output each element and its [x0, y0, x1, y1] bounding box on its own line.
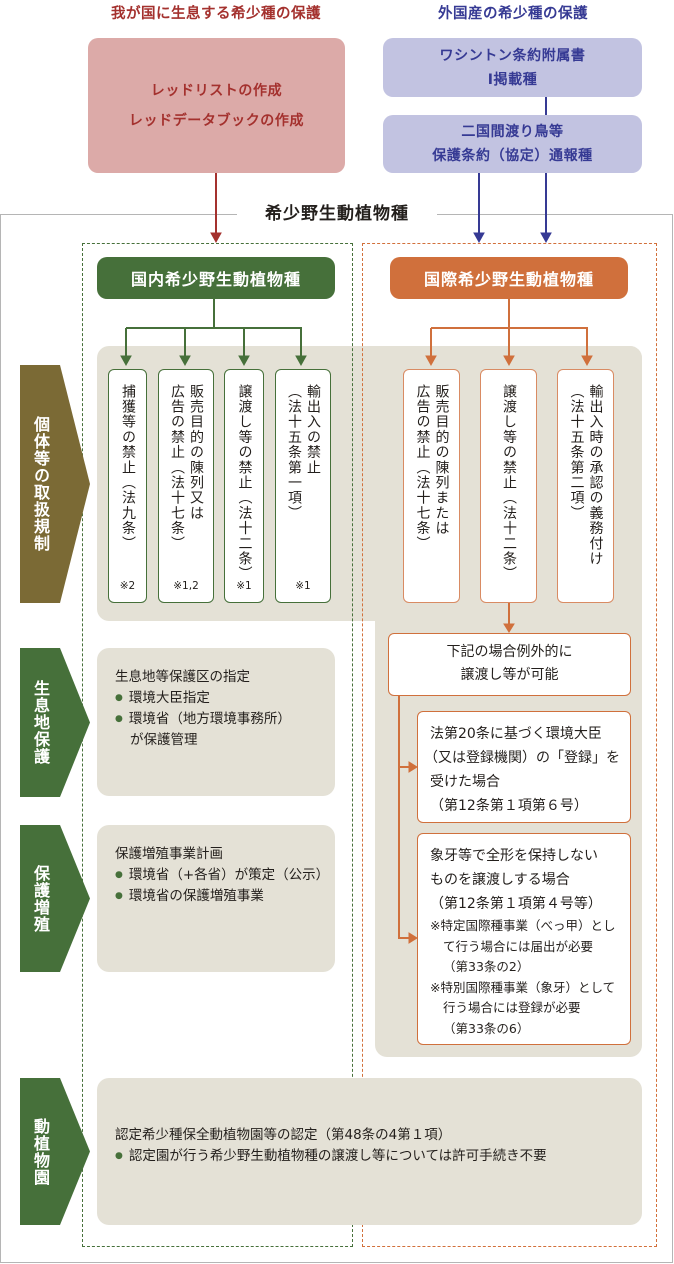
exception-line: （第12条第１項第４号等）: [430, 896, 602, 912]
migratory-bird-box: 二国間渡り鳥等 保護条約（協定）通報種: [383, 115, 642, 173]
zoo-bullet: 認定園が行う希少野生動植物種の譲渡し等については許可手続き不要: [115, 1146, 642, 1167]
migratory-line-2: 保護条約（協定）通報種: [432, 148, 593, 164]
international-item-import-export-approval: 輸出入時の承認の義務付け （法十五条第二項）: [557, 369, 614, 603]
item-text: （法十五条第一項）: [286, 384, 302, 521]
exception-line: ものを譲渡しする場合: [430, 872, 570, 888]
breeding-bullet: 環境省（+各省）が策定（公示）: [115, 865, 335, 886]
exception-note: ※特別国際種事業（象牙）として: [430, 979, 616, 995]
domestic-item-display-ban: 販売目的の陳列又は 広告の禁止（法十七条） ※1,2: [158, 369, 214, 603]
international-species-label: 国際希少野生動植物種: [390, 257, 628, 299]
item-text: 広告の禁止（法十七条）: [414, 384, 431, 552]
item-text: 輸出入時の承認の義務付け: [587, 384, 604, 567]
habitat-bullet: 環境大臣指定: [115, 688, 335, 709]
red-list-box: レッドリストの作成 レッドデータブックの作成: [88, 38, 345, 173]
domestic-species-label: 国内希少野生動植物種: [97, 257, 335, 299]
red-list-line: レッドリストの作成: [150, 82, 283, 99]
cites-line-2: I掲載種: [487, 71, 538, 88]
international-group-outline: [362, 243, 657, 1247]
exception-header-line: 下記の場合例外的に: [446, 644, 573, 660]
breeding-program-box: 保護増殖事業計画 環境省（+各省）が策定（公示） 環境省の保護増殖事業: [97, 825, 335, 972]
item-text: （法十五条第二項）: [568, 384, 585, 521]
habitat-title: 生息地等保護区の指定: [115, 669, 250, 685]
item-text: 販売目的の陳列または: [433, 384, 450, 536]
row-label-text: 個体等の取扱規制: [31, 416, 50, 552]
row-label-text: 動植物園: [31, 1117, 50, 1186]
exception-note: て行う場合には届出が必要: [443, 938, 594, 954]
heading-domestic-protection: 我が国に生息する希少種の保護: [111, 6, 321, 22]
exception-line: 法第20条に基づく環境大臣: [430, 726, 602, 742]
zoo-certification-box: 認定希少種保全動植物園等の認定（第48条の4第１項） 認定園が行う希少野生動植物…: [97, 1078, 642, 1225]
zoo-title: 認定希少種保全動植物園等の認定（第48条の4第１項）: [115, 1127, 452, 1143]
domestic-group-outline: [82, 243, 353, 1247]
exception-partial-form-box: 象牙等で全形を保持しない ものを譲渡しする場合 （第12条第１項第４号等） ※特…: [417, 833, 631, 1045]
domestic-item-import-export-ban: 輸出入の禁止 （法十五条第一項） ※1: [275, 369, 331, 603]
heading-foreign-protection: 外国産の希少種の保護: [438, 6, 588, 22]
exception-line: 受けた場合: [430, 774, 500, 790]
red-data-book-line: レッドデータブックの作成: [128, 112, 305, 129]
item-text: 広告の禁止（法十七条）: [169, 384, 185, 552]
habitat-bullet-continuation: が保護管理: [130, 732, 198, 748]
exception-note: （第33条の2）: [443, 959, 530, 974]
item-text: 捕獲等の禁止（法九条）: [120, 384, 136, 552]
international-item-transfer-ban: 譲渡し等の禁止（法十二条）: [480, 369, 537, 603]
exception-line: （第12条第１項第６号）: [430, 798, 588, 814]
row-label-text: 保護増殖: [31, 864, 50, 933]
international-item-display-ban: 販売目的の陳列または 広告の禁止（法十七条）: [403, 369, 460, 603]
exception-header-line: 譲渡し等が可能: [460, 667, 559, 683]
item-note: ※1: [236, 580, 252, 592]
exception-note: （第33条の6）: [443, 1020, 530, 1036]
habitat-bullet: 環境省（地方環境事務所）: [115, 709, 335, 730]
exception-line: （又は登録機関）の「登録」を: [424, 750, 620, 766]
breeding-title: 保護増殖事業計画: [115, 846, 223, 862]
item-text: 譲渡し等の禁止（法十二条）: [501, 384, 517, 582]
exception-header-box: 下記の場合例外的に 譲渡し等が可能: [388, 633, 631, 696]
item-note: ※2: [119, 580, 136, 592]
item-note: ※1,2: [173, 580, 199, 592]
domestic-item-capture-ban: 捕獲等の禁止（法九条） ※2: [108, 369, 147, 603]
habitat-protection-box: 生息地等保護区の指定 環境大臣指定 環境省（地方環境事務所） が保護管理: [97, 648, 335, 796]
item-text: 輸出入の禁止: [305, 384, 321, 476]
exception-note: ※特定国際種事業（べっ甲）とし: [430, 918, 616, 933]
cites-appendix-box: ワシントン条約附属書 I掲載種: [383, 38, 642, 97]
item-note: ※1: [295, 580, 311, 592]
item-text: 譲渡し等の禁止（法十二条）: [236, 384, 253, 582]
exception-line: 象牙等で全形を保持しない: [430, 848, 598, 864]
breeding-bullet: 環境省の保護増殖事業: [115, 886, 335, 907]
frame-title: 希少野生動植物種: [237, 200, 437, 228]
item-text: 販売目的の陳列又は: [188, 384, 204, 521]
migratory-line-1: 二国間渡り鳥等: [461, 124, 564, 140]
exception-note: 行う場合には登録が必要: [443, 1000, 581, 1015]
exception-registration-box: 法第20条に基づく環境大臣 （又は登録機関）の「登録」を 受けた場合 （第12条…: [417, 711, 631, 823]
domestic-item-transfer-ban: 譲渡し等の禁止（法十二条） ※1: [224, 369, 264, 603]
row-label-text: 生息地保護: [31, 680, 50, 765]
cites-line-1: ワシントン条約附属書: [439, 47, 586, 64]
